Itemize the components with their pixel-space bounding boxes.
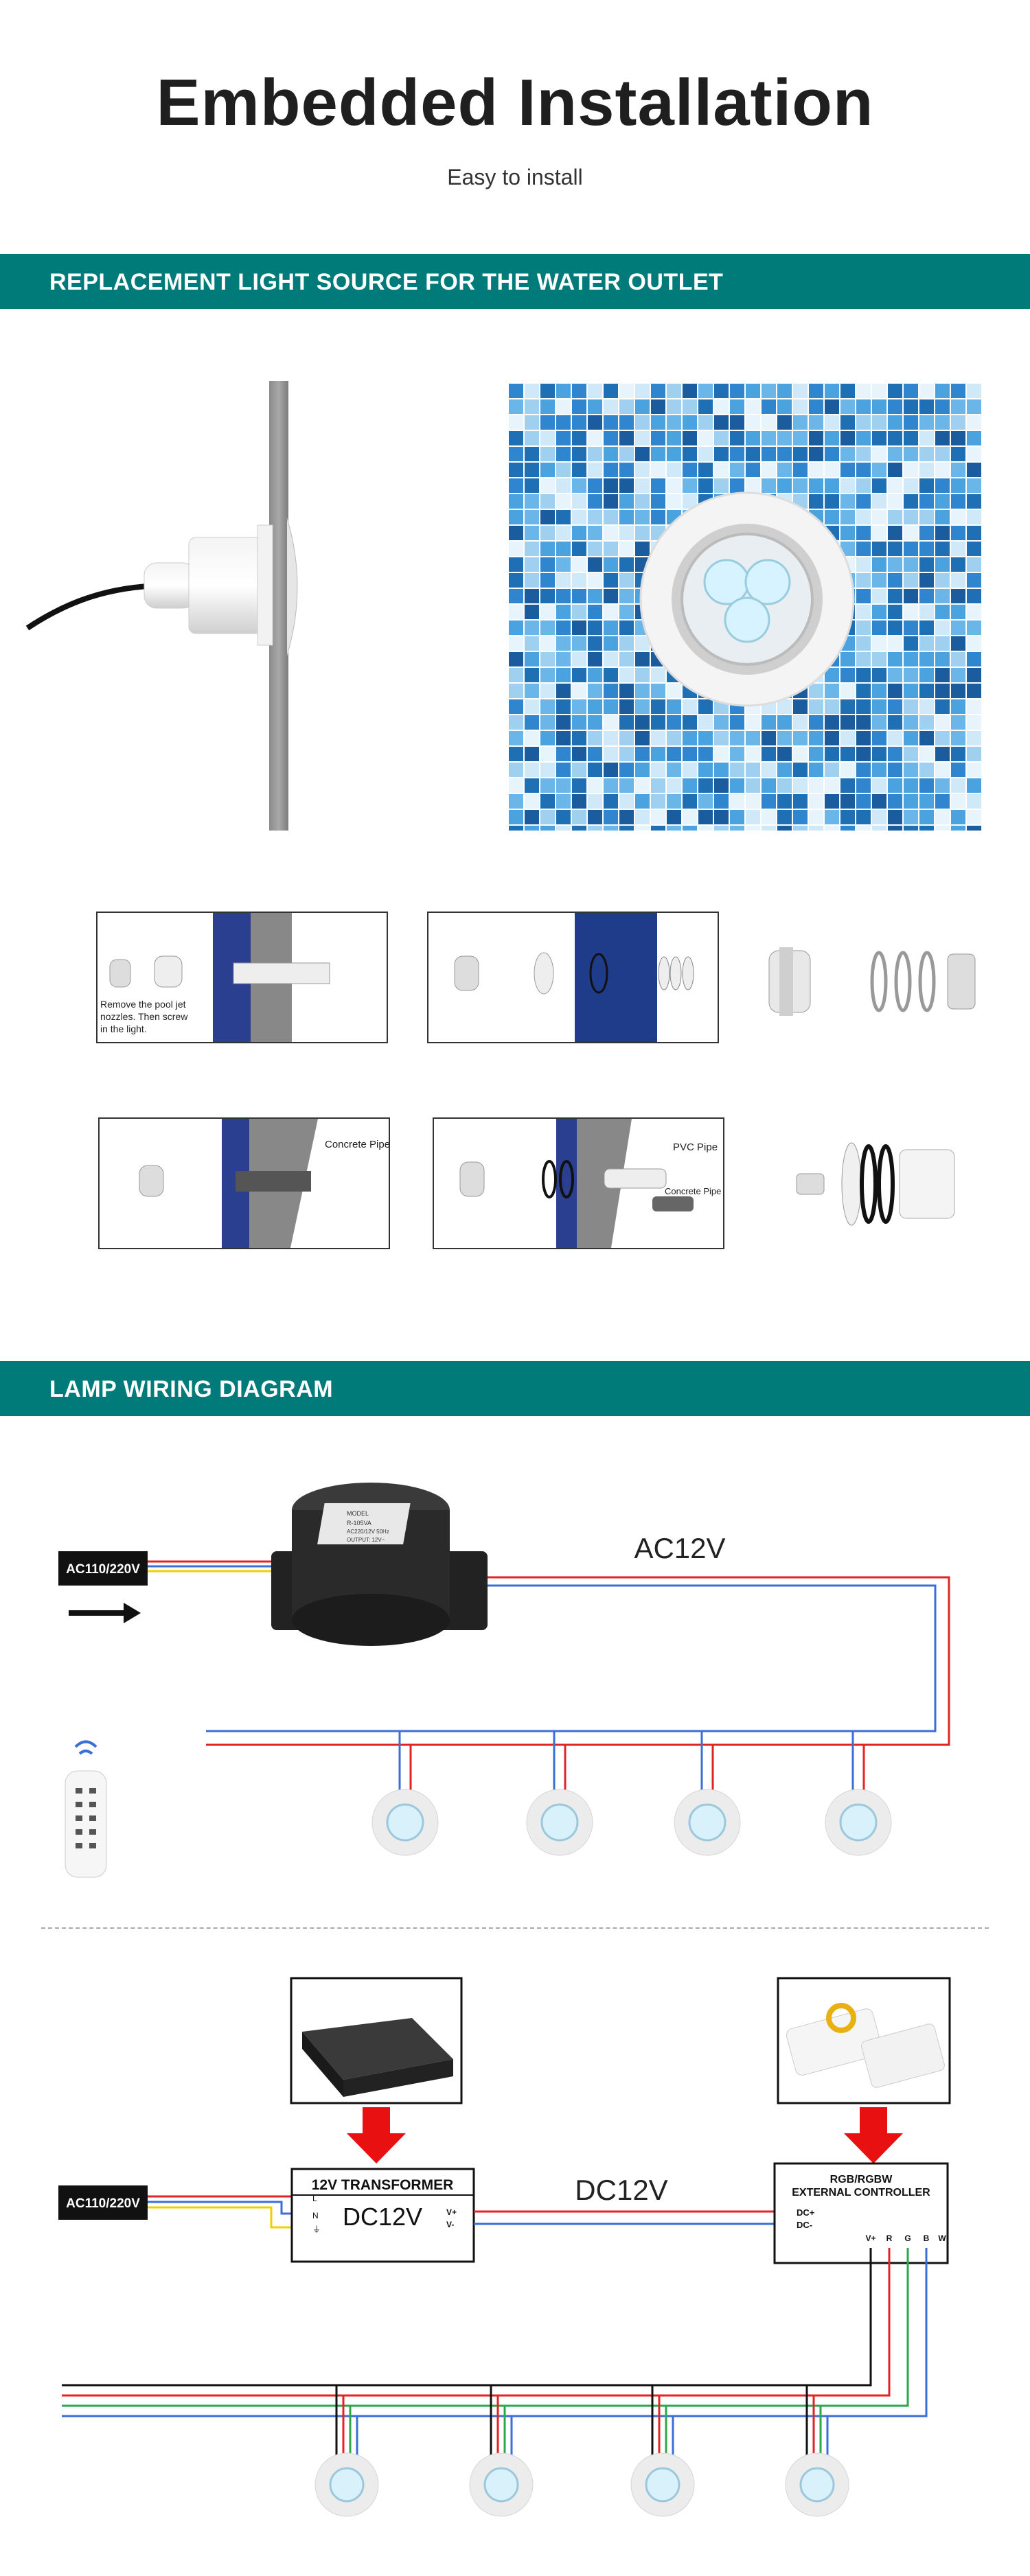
transformer-box <box>290 2168 475 2263</box>
ac-wiring-diagram: AC110/220V MODEL R-105VA AC220/12V 50Hz … <box>58 1483 950 1878</box>
terminal-n: N <box>312 2211 319 2220</box>
channel-label: G <box>904 2233 911 2243</box>
step-1-caption-line-1: Remove the pool jet <box>100 999 186 1010</box>
out-plus: V+ <box>446 2207 457 2217</box>
install-parts-2 <box>796 1142 955 1226</box>
sticker-line-4: OUTPUT: 12V~ <box>347 1537 385 1543</box>
dc-input-box <box>58 2185 148 2220</box>
wifi-signal-icon <box>74 1740 98 1748</box>
arrow-right-icon <box>124 1603 141 1623</box>
install-step-1: Remove the pool jet nozzles. Then screw … <box>96 912 388 1043</box>
controller-title-line-1: RGB/RGBW <box>830 2174 893 2185</box>
dc-output-label: DC12V <box>575 2174 667 2206</box>
section-title: REPLACEMENT LIGHT SOURCE FOR THE WATER O… <box>49 269 724 295</box>
lamp-side-view-image <box>25 381 298 831</box>
channel-label: R <box>886 2233 893 2243</box>
controller-title-line-2: EXTERNAL CONTROLLER <box>792 2187 930 2198</box>
install-step-3: Concrete Pipe <box>98 1117 390 1249</box>
install-step-4: PVC Pipe or Concrete Pipe <box>433 1117 724 1249</box>
remote-control-image <box>65 1770 107 1878</box>
section-header-replacement: REPLACEMENT LIGHT SOURCE FOR THE WATER O… <box>0 254 1030 309</box>
section-divider <box>41 1927 989 1929</box>
dc-plus-label: DC+ <box>797 2207 815 2218</box>
dc-wiring-diagram: AC110/220V 12V TRANSFORMER DC12V L N ⏚ V… <box>58 1977 951 2517</box>
out-minus: V- <box>446 2220 454 2229</box>
step-1-caption-line-2: nozzles. Then screw <box>100 1011 188 1022</box>
sticker-line-1: MODEL <box>347 1510 369 1517</box>
install-parts-1 <box>768 947 976 1016</box>
concrete-pipe-small-label: Concrete Pipe <box>665 1186 721 1196</box>
transformer-value: DC12V <box>343 2203 422 2231</box>
channel-label: W <box>938 2233 946 2243</box>
terminal-l: L <box>312 2194 317 2203</box>
controller-box <box>773 2162 949 2264</box>
pvc-pipe-label: PVC Pipe <box>673 1141 718 1153</box>
terminal-ground: ⏚ <box>312 2225 321 2234</box>
sticker-line-3: AC220/12V 50Hz <box>347 1529 389 1535</box>
ac-input-box <box>58 1551 148 1586</box>
or-label: or <box>636 1196 645 1208</box>
transformer-title: 12V TRANSFORMER <box>312 2177 454 2193</box>
channel-label: V+ <box>865 2233 876 2243</box>
pool-mosaic-image <box>509 384 981 831</box>
page-title: Embedded Installation <box>156 66 874 139</box>
install-step-2 <box>427 912 719 1043</box>
arrow-down-icon <box>347 2133 406 2163</box>
section-header-wiring: LAMP WIRING DIAGRAM <box>0 1361 1030 1416</box>
dc-minus-label: DC- <box>797 2220 812 2230</box>
concrete-pipe-label: Concrete Pipe <box>325 1139 390 1150</box>
section-title: LAMP WIRING DIAGRAM <box>49 1376 334 1402</box>
step-1-caption-line-3: in the light. <box>100 1023 147 1034</box>
ac-output-label: AC12V <box>634 1532 725 1564</box>
arrow-down-icon <box>844 2133 903 2163</box>
dc-input-label: AC110/220V <box>66 2196 140 2211</box>
ac-input-label: AC110/220V <box>66 1562 140 1577</box>
sticker-line-2: R-105VA <box>347 1520 371 1527</box>
channel-label: B <box>924 2233 930 2243</box>
page-subtitle: Easy to install <box>447 165 583 189</box>
